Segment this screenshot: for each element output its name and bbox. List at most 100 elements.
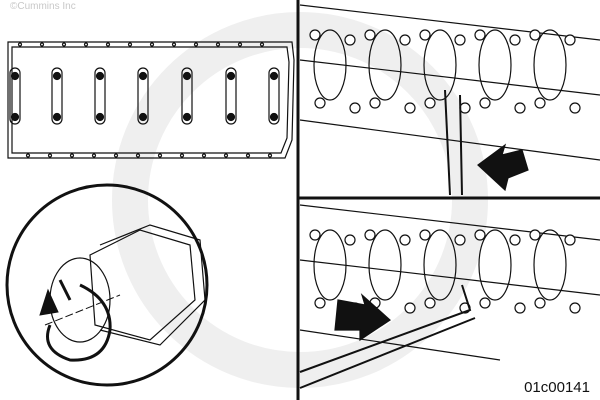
- arrow-icon: [477, 143, 529, 192]
- bolt-icon: [474, 229, 486, 241]
- gasket-hole: [193, 42, 199, 47]
- bolt-icon: [404, 102, 416, 114]
- bolt-icon: [399, 34, 411, 46]
- crankshaft-web: [368, 229, 402, 301]
- bolt-icon: [309, 29, 321, 41]
- bolt-icon: [509, 34, 521, 46]
- bolt-icon: [454, 34, 466, 46]
- bolt-icon: [226, 71, 236, 81]
- gasket-hole: [17, 42, 23, 47]
- bolt-icon: [309, 229, 321, 241]
- bolt-icon: [269, 71, 279, 81]
- crankshaft-web: [368, 29, 402, 101]
- bolt-icon: [479, 297, 491, 309]
- bolt-icon: [529, 29, 541, 41]
- engine-block-view-top: [299, 4, 600, 196]
- gasket-hole: [105, 42, 111, 47]
- bolt-icon: [529, 229, 541, 241]
- bolt-icon: [10, 112, 20, 122]
- gasket-hole: [215, 42, 221, 47]
- crankshaft-web: [423, 229, 457, 301]
- gasket-hole: [171, 42, 177, 47]
- bolt-icon: [95, 112, 105, 122]
- gasket-hole: [223, 153, 229, 158]
- bolt-icon: [479, 97, 491, 109]
- bolt-icon: [419, 229, 431, 241]
- oil-pan-gasket: [7, 41, 295, 159]
- crankshaft-web: [533, 29, 567, 101]
- bolt-icon: [509, 234, 521, 246]
- bolt-detail: [5, 183, 209, 387]
- gasket-hole: [179, 153, 185, 158]
- bolt-icon: [138, 71, 148, 81]
- gasket-hole: [39, 42, 45, 47]
- bolt-slot: [137, 67, 149, 125]
- bolt-icon: [226, 112, 236, 122]
- gasket-hole: [69, 153, 75, 158]
- bolt-icon: [314, 97, 326, 109]
- bolt-icon: [514, 302, 526, 314]
- gasket-hole: [127, 42, 133, 47]
- engine-block-view-bottom: [299, 204, 600, 389]
- arrow-icon: [334, 293, 391, 342]
- gasket-hole: [259, 42, 265, 47]
- crankshaft-web: [533, 229, 567, 301]
- rotation-arrow-icon: [39, 288, 59, 316]
- bolt-icon: [95, 71, 105, 81]
- gasket-hole: [83, 42, 89, 47]
- bolt-icon: [564, 34, 576, 46]
- gasket-hole: [237, 42, 243, 47]
- bolt-slot: [225, 67, 237, 125]
- bolt-icon: [419, 29, 431, 41]
- bolt-icon: [349, 102, 361, 114]
- bolt-icon: [564, 234, 576, 246]
- bolt-icon: [182, 112, 192, 122]
- bolt-icon: [182, 71, 192, 81]
- gasket-hole: [25, 153, 31, 158]
- gasket-hole: [47, 153, 53, 158]
- crankshaft-web: [313, 29, 347, 101]
- bolt-icon: [138, 112, 148, 122]
- figure-id: 01c00141: [524, 379, 590, 396]
- bolt-slot: [94, 67, 106, 125]
- bolt-icon: [399, 234, 411, 246]
- bolt-icon: [10, 71, 20, 81]
- bolt-icon: [534, 97, 546, 109]
- bolt-icon: [459, 102, 471, 114]
- gasket-hole: [157, 153, 163, 158]
- bolt-icon: [474, 29, 486, 41]
- gasket-hole: [267, 153, 273, 158]
- bolt-icon: [344, 34, 356, 46]
- bolt-icon: [534, 297, 546, 309]
- bolt-icon: [569, 302, 581, 314]
- bolt-icon: [52, 112, 62, 122]
- bolt-icon: [364, 29, 376, 41]
- bolt-icon: [424, 297, 436, 309]
- gasket-hole: [135, 153, 141, 158]
- gasket-hole: [149, 42, 155, 47]
- gasket-hole: [201, 153, 207, 158]
- gasket-hole: [91, 153, 97, 158]
- panel-dividers: [296, 0, 600, 400]
- crankshaft-web: [478, 229, 512, 301]
- bolt-slot: [268, 67, 280, 125]
- bolt-icon: [514, 102, 526, 114]
- bolt-icon: [569, 102, 581, 114]
- crankshaft-web: [313, 229, 347, 301]
- bolt-icon: [269, 112, 279, 122]
- gasket-hole: [61, 42, 67, 47]
- watermark-logo: [112, 12, 488, 388]
- bolt-slot: [9, 67, 21, 125]
- bolt-icon: [404, 302, 416, 314]
- bolt-icon: [314, 297, 326, 309]
- bolt-icon: [454, 234, 466, 246]
- bolt-icon: [369, 97, 381, 109]
- gasket-hole: [245, 153, 251, 158]
- crankshaft-web: [423, 29, 457, 101]
- bolt-slot: [181, 67, 193, 125]
- bolt-icon: [424, 97, 436, 109]
- crankshaft-web: [478, 29, 512, 101]
- bolt-icon: [364, 229, 376, 241]
- bolt-slot: [51, 67, 63, 125]
